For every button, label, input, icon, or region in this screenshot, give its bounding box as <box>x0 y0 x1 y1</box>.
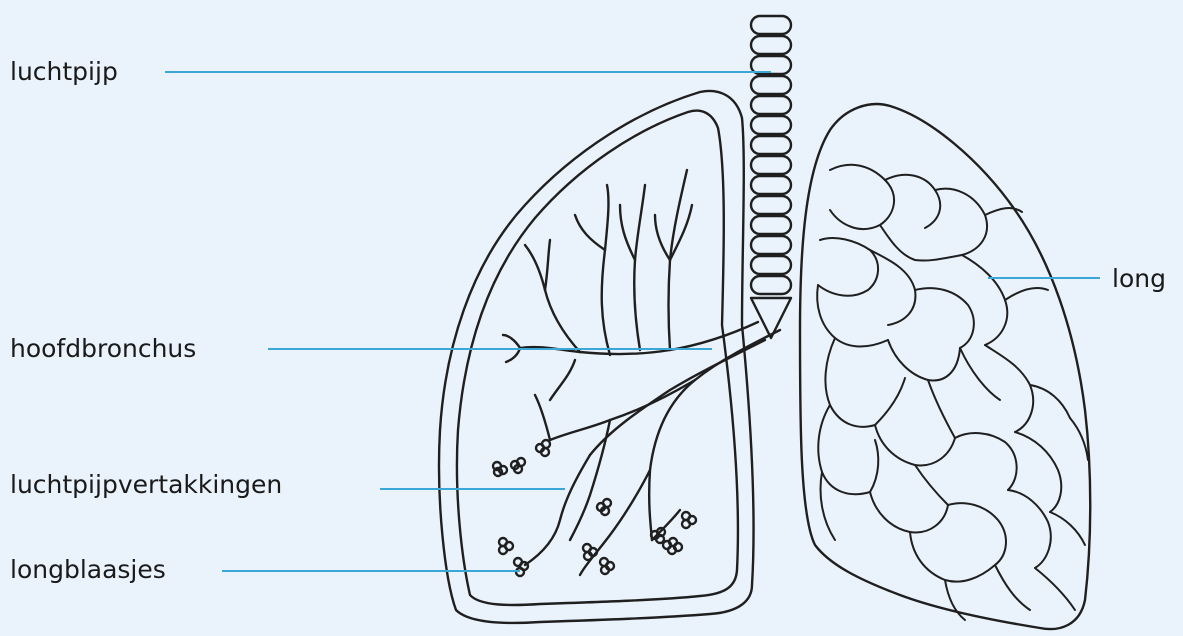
right-lung-outline <box>800 104 1090 629</box>
trachea <box>751 16 791 338</box>
alveoli-clusters <box>493 440 696 576</box>
left-lung-outline <box>439 91 754 623</box>
label-bronchial-branches: luchtpijpvertakkingen <box>10 472 282 497</box>
label-lung: long <box>1112 266 1166 291</box>
right-lung-texture <box>817 165 1088 620</box>
label-alveoli: longblaasjes <box>10 557 166 582</box>
label-trachea: luchtpijp <box>10 59 118 84</box>
left-lung-inner-outline <box>457 111 738 605</box>
label-main-bronchus: hoofdbronchus <box>10 336 196 361</box>
